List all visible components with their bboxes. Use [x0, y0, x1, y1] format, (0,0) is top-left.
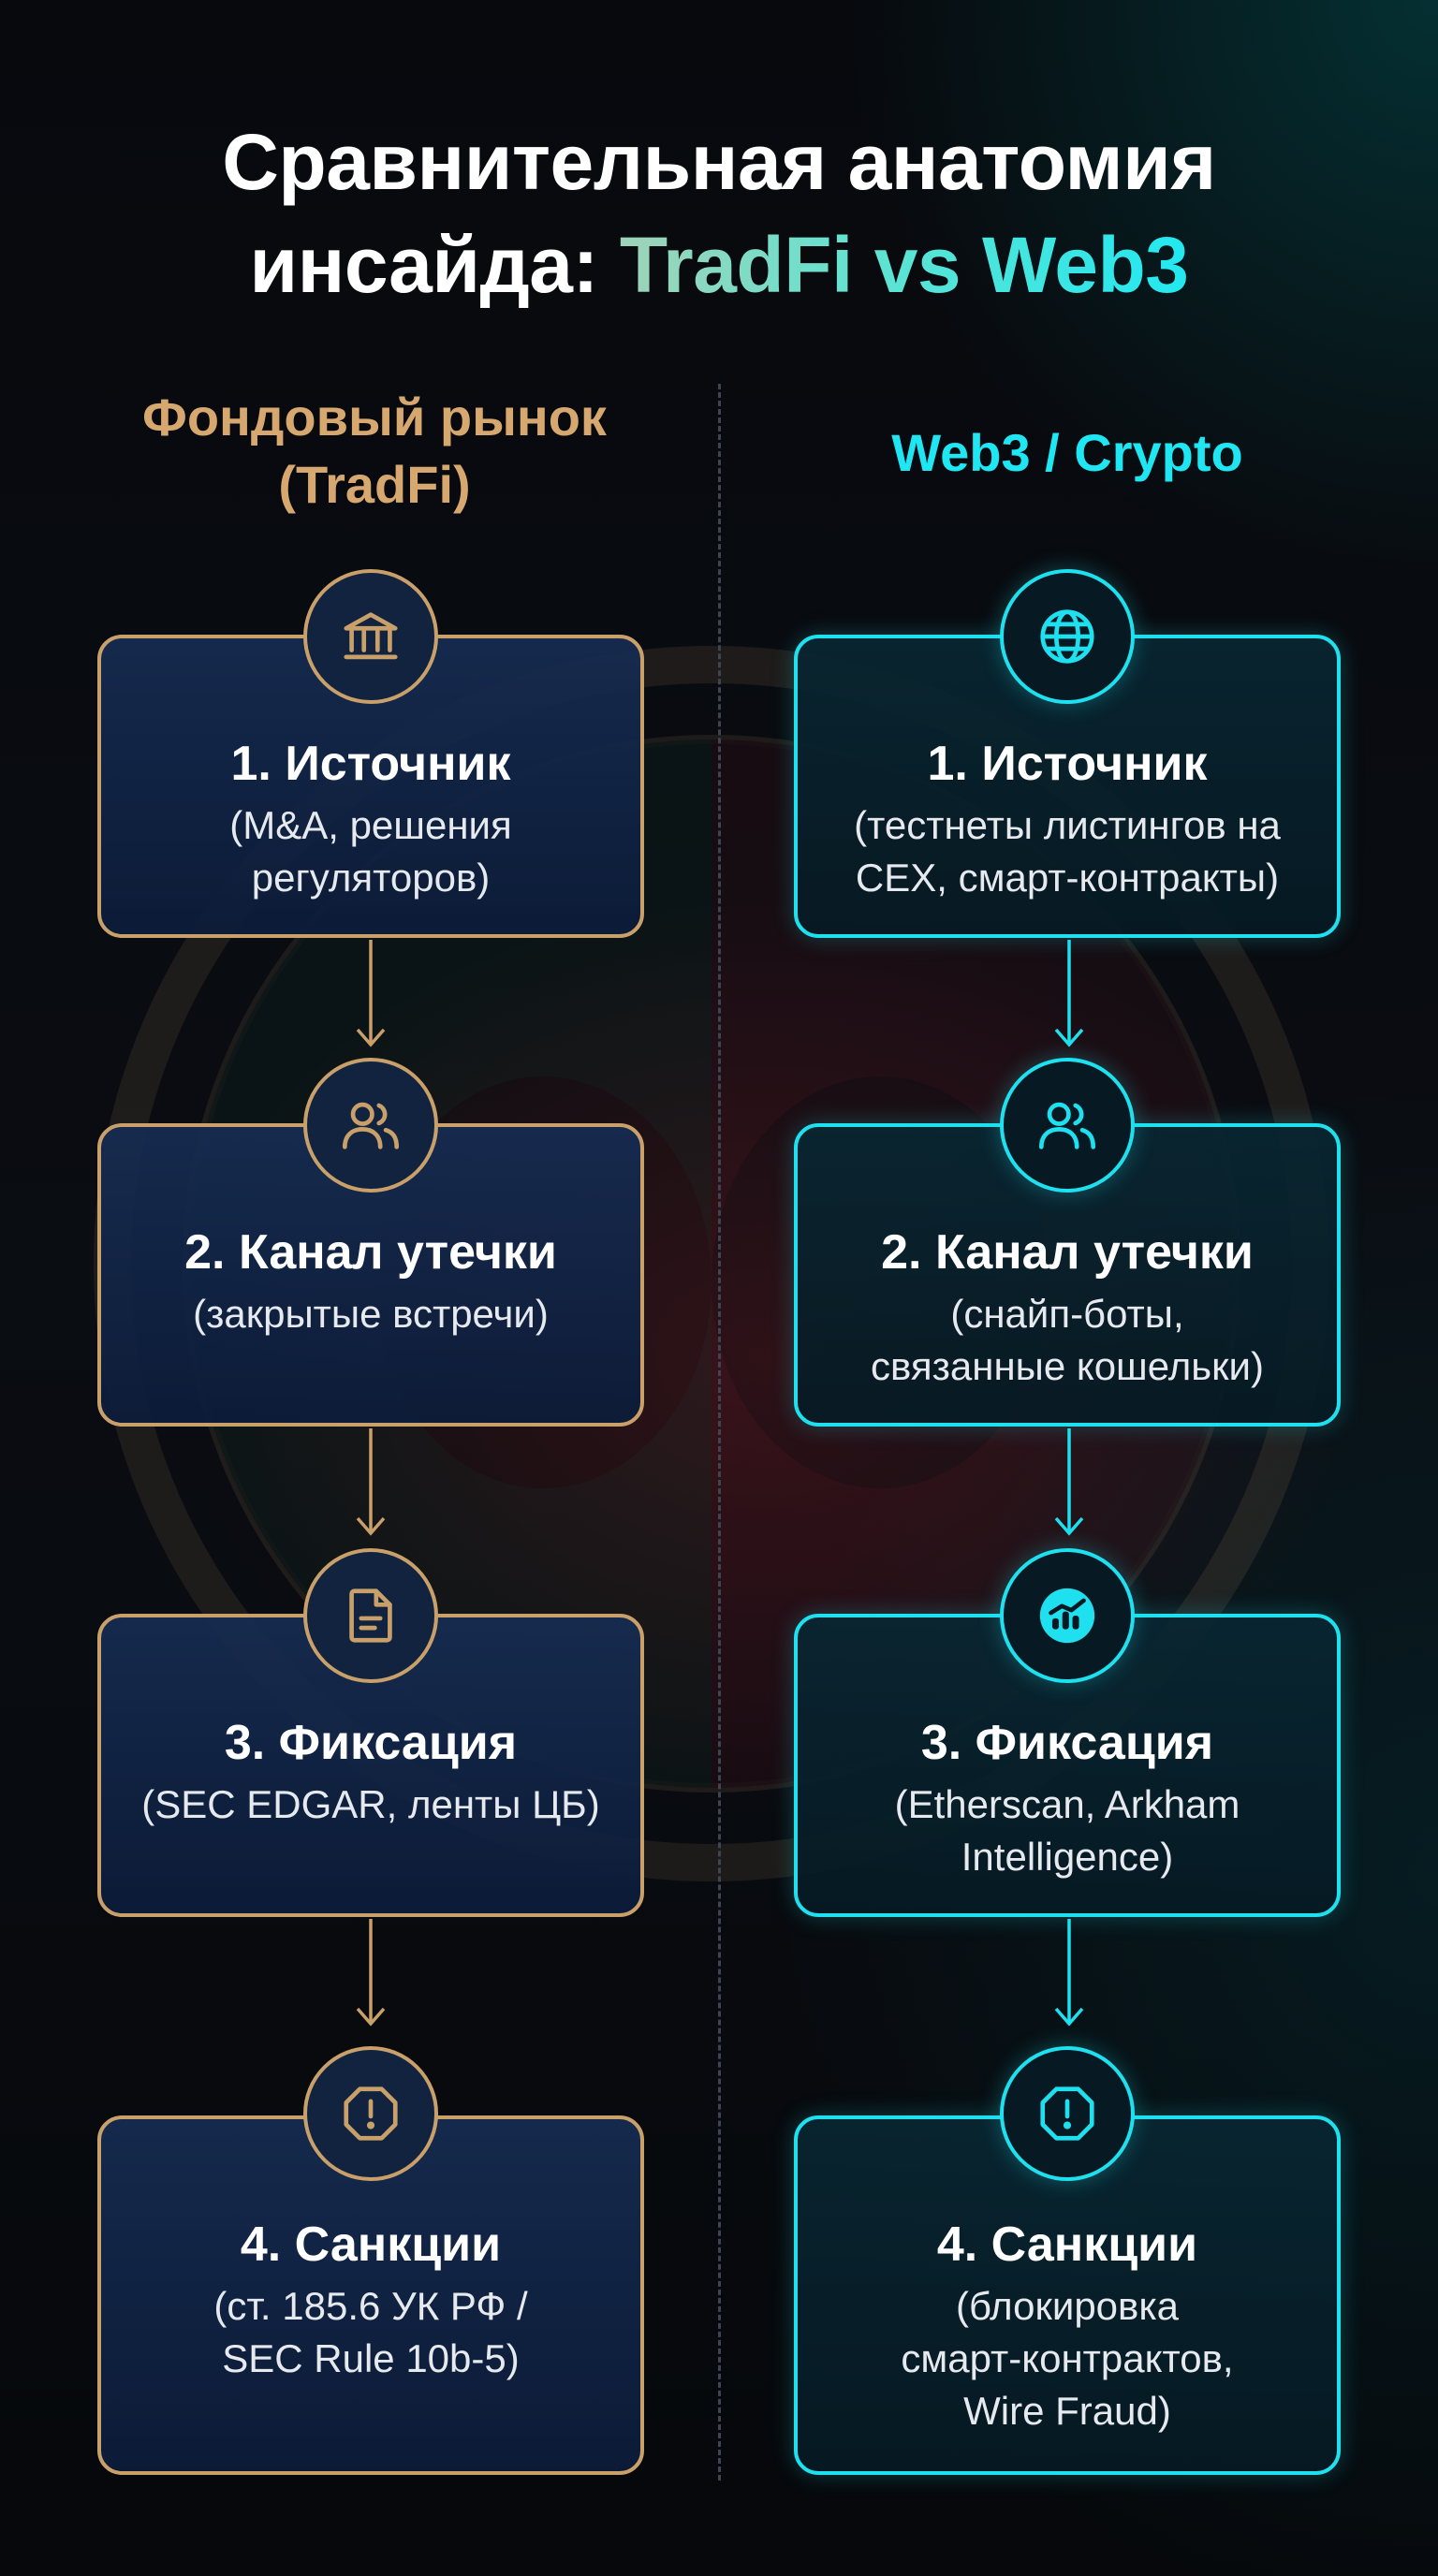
arrow-down-icon: [1054, 1428, 1084, 1536]
left-heading-line1: Фондовый рынок: [142, 388, 607, 446]
chart-logo-icon: [1000, 1548, 1135, 1683]
document-icon: [303, 1548, 438, 1683]
step-desc-line: (Etherscan, Arkham: [894, 1782, 1240, 1826]
web3-step-leak-channel: 2. Канал утечки (снайп-боты, связанные к…: [794, 1123, 1341, 1427]
warning-octagon-icon: [1000, 2046, 1135, 2181]
title-line2-accent: TradFi vs Web3: [619, 221, 1189, 309]
step-desc-line: (тестнеты листингов на: [854, 803, 1281, 847]
arrow-down-icon: [356, 940, 386, 1047]
step-desc-line: SEC Rule 10b-5): [222, 2336, 520, 2380]
step-desc-line: (закрытые встречи): [193, 1292, 549, 1336]
step-description: (SEC EDGAR, ленты ЦБ): [120, 1778, 622, 1831]
page-title: Сравнительная анатомия инсайда: TradFi v…: [0, 110, 1438, 316]
step-title: 3. Фиксация: [224, 1716, 518, 1770]
bank-icon: [303, 569, 438, 704]
step-title: 4. Санкции: [936, 2217, 1198, 2272]
title-line2-plain: инсайда:: [249, 221, 620, 309]
step-desc-line: Wire Fraud): [963, 2389, 1171, 2433]
step-title: 3. Фиксация: [920, 1716, 1214, 1770]
title-line2: инсайда: TradFi vs Web3: [0, 213, 1438, 316]
step-title: 2. Канал утечки: [184, 1225, 557, 1280]
arrow-down-icon: [356, 1428, 386, 1536]
users-icon: [303, 1058, 438, 1193]
left-heading-line2: (TradFi): [278, 455, 471, 514]
step-title: 2. Канал утечки: [881, 1225, 1254, 1280]
users-icon: [1000, 1058, 1135, 1193]
step-description: (закрытые встречи): [120, 1288, 622, 1340]
globe-icon: [1000, 569, 1135, 704]
step-desc-line: (снайп-боты,: [950, 1292, 1184, 1336]
right-column-heading: Web3 / Crypto: [891, 423, 1243, 482]
warning-octagon-icon: [303, 2046, 438, 2181]
arrow-down-icon: [1054, 1919, 1084, 2027]
step-description: (M&A, решения регуляторов): [120, 799, 622, 904]
step-desc-line: Intelligence): [961, 1835, 1174, 1879]
step-desc-line: (SEC EDGAR, ленты ЦБ): [141, 1782, 600, 1826]
step-title: 1. Источник: [230, 737, 511, 791]
arrow-down-icon: [356, 1919, 386, 2027]
step-description: (блокировка смарт-контрактов, Wire Fraud…: [816, 2280, 1318, 2437]
column-divider: [718, 384, 721, 2481]
step-desc-line: (M&A, решения: [229, 803, 512, 847]
left-column-heading: Фондовый рынок (TradFi): [47, 384, 702, 519]
step-desc-line: (ст. 185.6 УК РФ /: [213, 2284, 528, 2328]
step-desc-line: регуляторов): [251, 856, 491, 900]
step-description: (снайп-боты, связанные кошельки): [816, 1288, 1318, 1393]
web3-step-sanctions: 4. Санкции (блокировка смарт-контрактов,…: [794, 2115, 1341, 2475]
step-title: 1. Источник: [927, 737, 1208, 791]
step-desc-line: CEX, смарт-контракты): [855, 856, 1280, 900]
title-line1: Сравнительная анатомия: [222, 118, 1216, 206]
step-title: 4. Санкции: [240, 2217, 502, 2272]
step-description: (тестнеты листингов на CEX, смарт-контра…: [816, 799, 1318, 904]
tradfi-step-leak-channel: 2. Канал утечки (закрытые встречи): [97, 1123, 644, 1427]
arrow-down-icon: [1054, 940, 1084, 1047]
step-description: (Etherscan, Arkham Intelligence): [816, 1778, 1318, 1883]
step-desc-line: связанные кошельки): [871, 1344, 1264, 1388]
step-description: (ст. 185.6 УК РФ / SEC Rule 10b-5): [120, 2280, 622, 2385]
step-desc-line: (блокировка: [955, 2284, 1179, 2328]
step-desc-line: смарт-контрактов,: [901, 2336, 1234, 2380]
